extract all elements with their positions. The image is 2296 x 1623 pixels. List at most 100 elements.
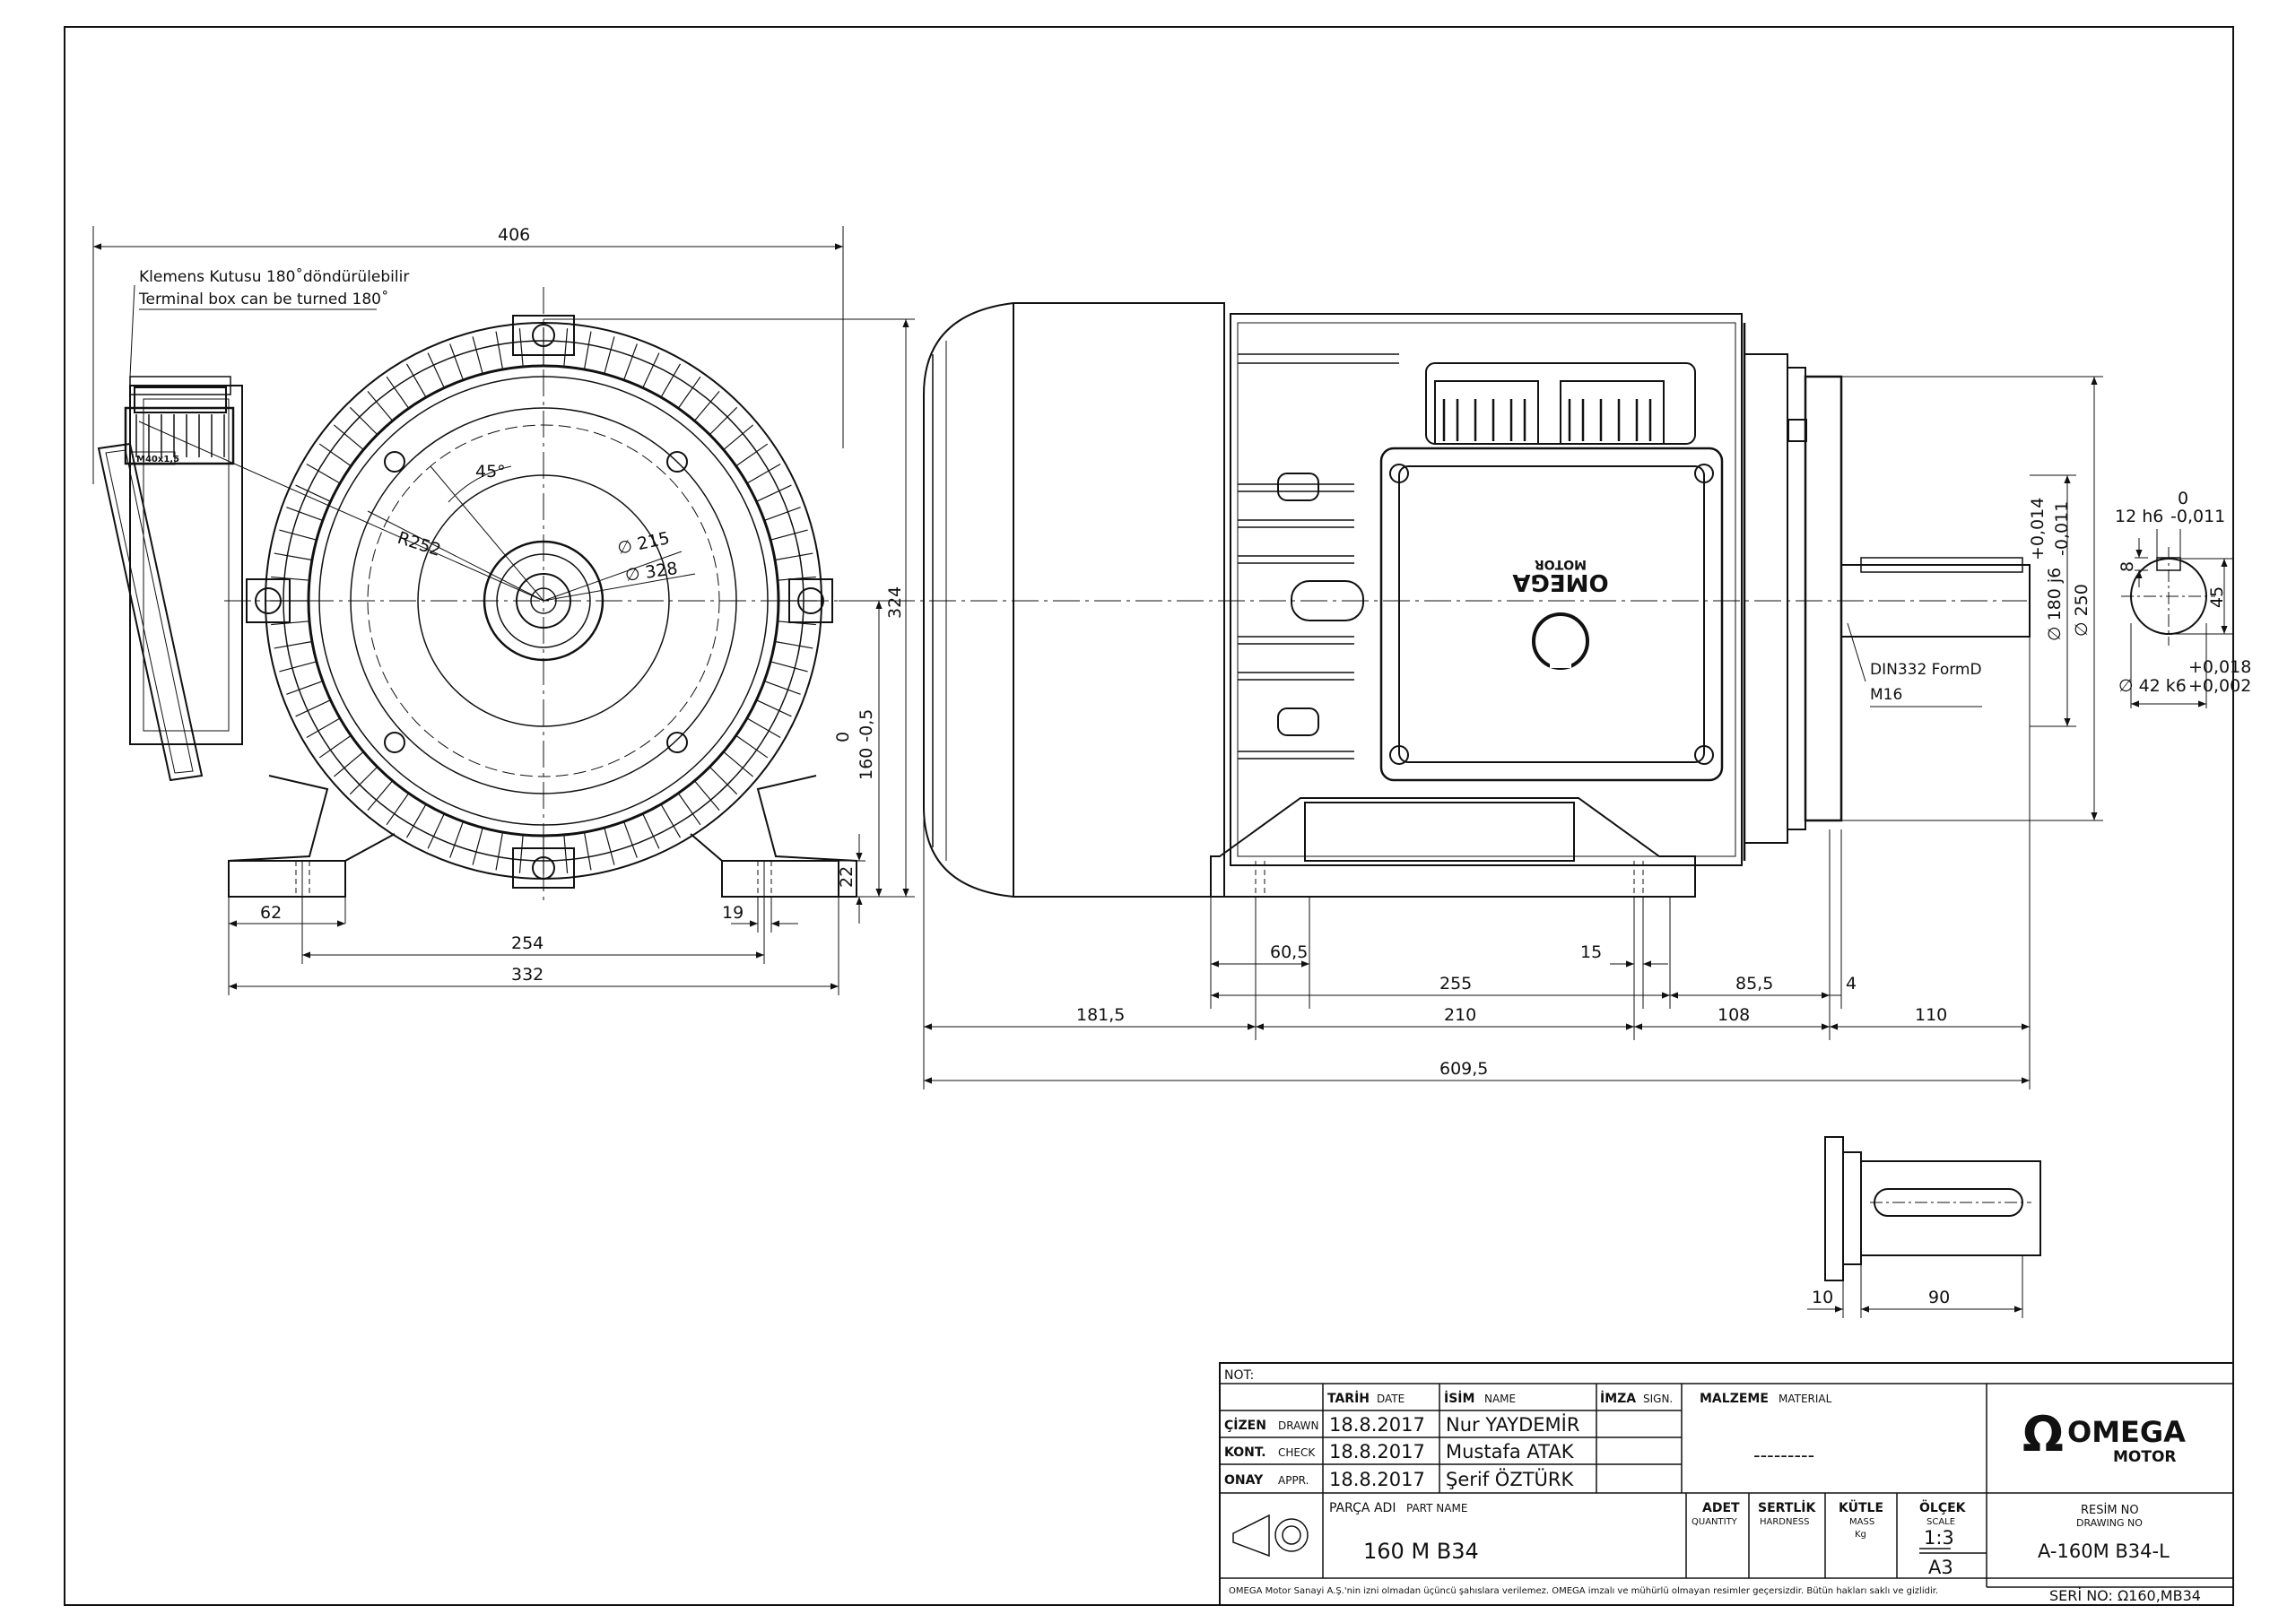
title-block — [1219, 1362, 2234, 1606]
cooling-fin — [472, 827, 483, 865]
dim-160-tol: 0 — [833, 732, 853, 742]
tb-paper: A3 — [1928, 1557, 1953, 1578]
shaft-dia-tol-top: +0,018 — [2188, 657, 2251, 677]
front-view — [97, 287, 861, 906]
tb-scale-value: 1:3 — [1924, 1527, 1954, 1549]
cooling-fin — [367, 390, 394, 421]
cooling-fin — [318, 443, 352, 467]
cooling-fin — [306, 717, 341, 739]
cooling-fin — [472, 336, 483, 375]
sheet-border — [64, 26, 2234, 1606]
dim-dia-215: ∅ 215 — [615, 528, 671, 559]
tb-company: OMEGA — [2067, 1415, 2186, 1449]
dim-332: 332 — [511, 965, 544, 985]
box-logo: OMEGA — [1512, 568, 1608, 595]
tb-hard-label: SERTLİK — [1758, 1500, 1816, 1515]
terminal-box-note-en: Terminal box can be turned 180˚ — [138, 290, 388, 308]
cooling-fin — [709, 406, 738, 436]
dim-110: 110 — [1915, 1005, 1947, 1025]
key-view — [1824, 1136, 2041, 1281]
tb-part-label-en: PART NAME — [1406, 1502, 1467, 1515]
terminal-box-note-tr: Klemens Kutusu 180˚döndürülebilir — [139, 267, 409, 286]
tb-part-value: 160 M B34 — [1363, 1539, 1479, 1564]
tb-row-1-role: KONT. — [1224, 1445, 1266, 1460]
dim-254: 254 — [511, 933, 544, 953]
dim-180-tol-top: +0,014 — [2028, 498, 2048, 560]
cooling-fin — [774, 640, 813, 649]
cooling-fin — [495, 331, 504, 370]
tb-company-logo-mark: Ω — [2022, 1406, 2064, 1462]
cooling-fin — [274, 552, 313, 561]
dim-radius-252: R252 — [395, 528, 443, 560]
dim-key-10: 10 — [1812, 1288, 1833, 1307]
dim-15: 15 — [1580, 942, 1602, 962]
cooling-fin — [604, 336, 615, 375]
cooling-fin — [295, 699, 331, 717]
cooling-fin — [763, 681, 801, 695]
title-block-text: NOT: TARİH DATE İSİM NAME İMZA SIGN. ÇİZ… — [1224, 1368, 2201, 1604]
cooling-fin — [449, 820, 464, 858]
side-view — [888, 302, 2031, 898]
cooling-fin — [295, 484, 331, 502]
dim-609-5: 609,5 — [1439, 1059, 1488, 1079]
cooling-fin — [286, 681, 324, 695]
cooling-fin — [756, 699, 792, 717]
tb-row-1-date: 18.8.2017 — [1329, 1441, 1425, 1462]
cooling-fin — [774, 552, 813, 561]
shaft-dia-42: ∅ 42 k6 — [2118, 676, 2187, 696]
tb-col-name: İSİM — [1444, 1391, 1474, 1406]
tb-drawing-no-label: RESİM NO — [2081, 1503, 2139, 1517]
cooling-fin — [306, 463, 341, 484]
tb-drawing-no: A-160M B34-L — [2038, 1541, 2170, 1562]
dim-4: 4 — [1846, 974, 1857, 994]
tb-qty-label-en: QUANTITY — [1692, 1517, 1738, 1527]
dim-angle-45: 45° — [475, 462, 506, 482]
cooling-fin — [623, 820, 638, 858]
front-view-labels: Klemens Kutusu 180˚döndürülebilir Termin… — [136, 267, 679, 586]
dim-181-5: 181,5 — [1076, 1005, 1125, 1025]
cooling-fin — [279, 529, 317, 541]
side-view-labels: OMEGA MOTOR DIN332 FormD M16 — [1512, 557, 1981, 704]
dim-60-5: 60,5 — [1270, 942, 1308, 962]
cooling-fin — [449, 343, 464, 381]
tb-row-0-date: 18.8.2017 — [1329, 1414, 1425, 1436]
dim-dia-328: ∅ 328 — [624, 559, 679, 586]
key-width-tol-top: 0 — [2178, 489, 2188, 508]
cooling-fin — [723, 424, 754, 451]
tb-col-sign: İMZA — [1600, 1391, 1636, 1406]
cooling-fin — [386, 793, 410, 826]
cooling-fin — [349, 766, 378, 795]
cooling-fin — [642, 813, 660, 849]
dim-324: 324 — [885, 586, 905, 619]
cooling-fin — [427, 352, 445, 388]
box-logo-sub: MOTOR — [1535, 557, 1587, 571]
shaft-thread-2: M16 — [1870, 686, 1902, 704]
cooling-fin — [604, 827, 615, 865]
cooling-fin — [583, 331, 592, 370]
cooling-fin — [495, 831, 504, 871]
dim-62: 62 — [260, 903, 282, 923]
key-width: 12 h6 — [2115, 507, 2163, 526]
cooling-fin — [349, 406, 378, 436]
tb-material-label: MALZEME — [1700, 1392, 1769, 1406]
cooling-fin — [677, 793, 701, 826]
cooling-fin — [735, 734, 769, 759]
tb-row-0-role-en: DRAWN — [1278, 1419, 1319, 1432]
dim-406: 406 — [498, 225, 530, 245]
front-view-dim-text: 406 62 19 254 332 324 160 -0,5 0 22 — [260, 225, 905, 985]
dim-dia-180: ∅ 180 j6 — [2045, 568, 2065, 641]
tb-col-name-en: NAME — [1484, 1393, 1516, 1405]
tb-col-date-en: DATE — [1377, 1393, 1405, 1405]
cooling-fin — [693, 780, 720, 812]
tb-row-2-role-en: APPR. — [1278, 1474, 1309, 1487]
cooling-fin — [518, 328, 524, 368]
side-view-dim-text: 60,5 15 255 85,5 4 181,5 210 108 110 609… — [1076, 498, 2092, 1079]
cooling-fin — [723, 751, 754, 777]
cooling-fin — [660, 803, 682, 838]
cooling-fin — [770, 661, 808, 673]
tb-mass-label: KÜTLE — [1839, 1499, 1883, 1515]
cooling-fin — [367, 780, 394, 812]
cooling-fin — [274, 640, 313, 649]
front-view-dimensions — [92, 226, 915, 995]
cooling-fin — [386, 376, 410, 409]
